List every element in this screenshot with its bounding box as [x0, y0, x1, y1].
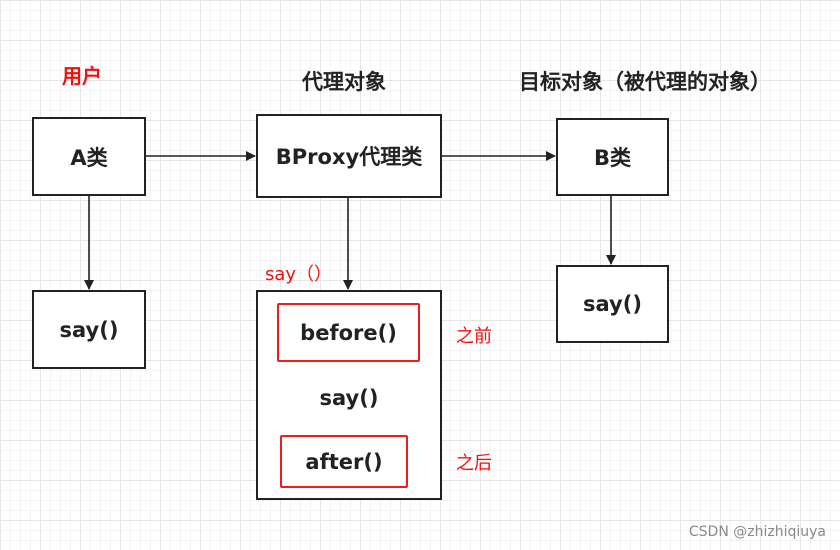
- csdn-watermark: CSDN @zhizhiqiuya: [688, 524, 826, 540]
- a-say-box: say(): [32, 290, 146, 369]
- before-call-box: before(): [277, 303, 420, 362]
- a-class-box: A类: [32, 117, 146, 196]
- b-class-box: B类: [556, 118, 669, 196]
- heading-target-object: 目标对象（被代理的对象）: [519, 70, 771, 94]
- bproxy-class-box: BProxy代理类: [256, 114, 442, 198]
- heading-user: 用户: [62, 64, 102, 88]
- after-annotation: 之后: [456, 453, 492, 474]
- b-say-box: say(): [556, 265, 669, 343]
- proxy-inner-say-call: say(): [319, 386, 379, 410]
- after-call-box: after(): [280, 435, 408, 488]
- heading-proxy-object: 代理对象: [302, 70, 386, 94]
- call-say-annotation: say（）: [265, 264, 333, 285]
- before-annotation: 之前: [456, 326, 492, 347]
